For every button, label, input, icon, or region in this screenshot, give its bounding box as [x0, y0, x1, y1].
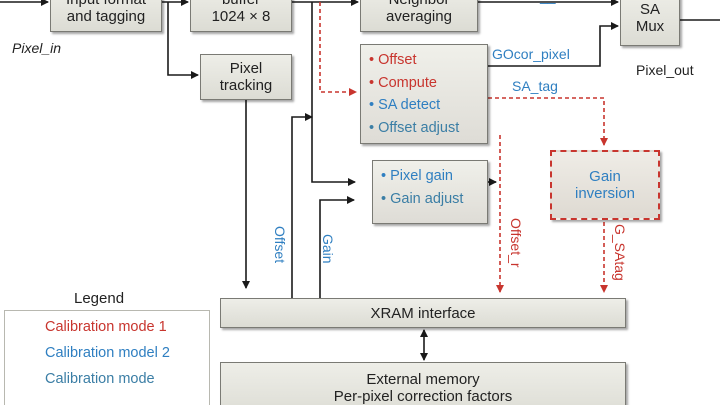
offset-signal-label: Offset — [272, 226, 288, 264]
legend: Calibration mode 1 Calibration model 2 C… — [4, 310, 210, 405]
gain-adjust-item-label: Gain adjust — [390, 190, 464, 207]
compute-item: • Compute — [369, 74, 437, 91]
offset-return-wire — [291, 113, 313, 298]
averaging-block: Neighbor averaging — [360, 0, 478, 32]
gain-inversion-label-2: inversion — [574, 185, 636, 202]
sa-mux-label-1: SA — [639, 1, 660, 18]
sa-mux-block: SA Mux — [620, 0, 680, 46]
pixel-out-label: Pixel_out — [636, 62, 694, 78]
external-memory-label-1: External memory — [366, 371, 480, 388]
gain-inversion-label-1: Gain — [589, 168, 621, 185]
pixel-tracking-label-1: Pixel — [229, 60, 263, 77]
xram-interface-label: XRAM interface — [370, 304, 476, 322]
legend-item-mode-3: Calibration mode — [45, 371, 155, 387]
sa-mux-label-2: Mux — [635, 18, 665, 35]
gain-return-wire — [319, 196, 355, 298]
buffer-label-2: 1024 × 8 — [211, 8, 271, 25]
compute-item-label: Compute — [378, 74, 437, 91]
sa-detect-item: • SA detect — [369, 97, 441, 113]
gain-adjust-item: • Gain adjust — [381, 190, 464, 207]
pixel-tracking-label-2: tracking — [219, 77, 273, 94]
top-partial-label: __ — [540, 0, 556, 4]
offset-block: • Offset • Compute • SA detect • Offset … — [360, 44, 488, 144]
offset-adjust-item: • Offset adjust — [369, 119, 460, 136]
legend-title: Legend — [74, 290, 125, 307]
gain-inversion-block: Gain inversion — [550, 150, 660, 220]
input-format-label-1: Input format — [66, 0, 146, 8]
sa-tag-label: SA_tag — [512, 78, 558, 94]
averaging-label-2: averaging — [386, 8, 452, 25]
input-format-block: Input format and tagging — [50, 0, 162, 32]
buffer-tap-wire — [311, 2, 356, 186]
external-memory-block: External memory Per-pixel correction fac… — [220, 362, 626, 405]
sa-detect-item-label: SA detect — [378, 97, 441, 113]
gain-signal-label: Gain — [320, 234, 336, 264]
offset-adjust-item-label: Offset adjust — [378, 119, 460, 136]
pixel-gain-item-label: Pixel gain — [390, 168, 453, 184]
gocor-pixel-label: GOcor_pixel — [492, 46, 570, 62]
g-satag-signal-label: G_SAtag — [612, 224, 628, 281]
sa-tag-dashed-wire — [488, 97, 608, 146]
offset-item: • Offset — [369, 52, 417, 68]
gain-block: • Pixel gain • Gain adjust — [372, 160, 488, 224]
offset-item-label: Offset — [378, 52, 417, 68]
format-to-tracking-wire — [167, 2, 199, 79]
buffer-block: buffer 1024 × 8 — [190, 0, 292, 32]
buffer-label-1: buffer — [222, 0, 260, 8]
averaging-label-1: Neighbor — [389, 0, 450, 8]
pixel-in-label: Pixel_in — [12, 40, 62, 56]
offset-r-signal-label: Offset_r — [508, 218, 524, 268]
pixel-tracking-block: Pixel tracking — [200, 54, 292, 100]
xram-interface-block: XRAM interface — [220, 298, 626, 328]
external-memory-label-2: Per-pixel correction factors — [333, 388, 513, 405]
buffer-to-offset-dashed-wire — [319, 2, 357, 96]
legend-item-mode-1: Calibration mode 1 — [45, 319, 167, 335]
pixel-gain-item: • Pixel gain — [381, 168, 453, 184]
input-format-label-2: and tagging — [66, 8, 146, 25]
gocor-to-mux-wire — [488, 22, 619, 67]
legend-item-mode-2: Calibration model 2 — [45, 345, 170, 361]
